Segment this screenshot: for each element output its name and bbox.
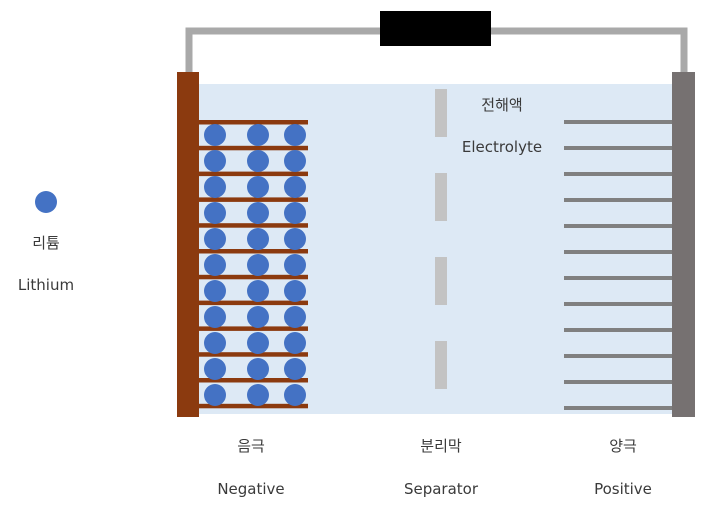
lithium-ion bbox=[247, 150, 269, 172]
lithium-ion bbox=[284, 254, 306, 276]
lithium-ion bbox=[204, 202, 226, 224]
positive-layer bbox=[564, 406, 672, 410]
lithium-ion bbox=[204, 358, 226, 380]
electrolyte-label-ko: 전해액 bbox=[481, 96, 523, 114]
lithium-ion bbox=[247, 124, 269, 146]
negative-label-ko: 음극 bbox=[237, 437, 265, 455]
lithium-ion bbox=[284, 306, 306, 328]
lithium-ion bbox=[204, 254, 226, 276]
separator-segment bbox=[435, 173, 447, 221]
lithium-ion bbox=[204, 332, 226, 354]
lithium-ion bbox=[247, 332, 269, 354]
positive-layer bbox=[564, 198, 672, 202]
positive-layer bbox=[564, 224, 672, 228]
lithium-ion bbox=[204, 150, 226, 172]
positive-layer bbox=[564, 276, 672, 280]
negative-layer bbox=[199, 171, 308, 177]
positive-layer bbox=[564, 380, 672, 384]
negative-layer bbox=[199, 249, 308, 254]
separator-segment bbox=[435, 341, 447, 389]
lithium-ion bbox=[284, 228, 306, 250]
negative-electrode-layers bbox=[199, 120, 308, 409]
negative-layer bbox=[199, 300, 308, 306]
separator-segment bbox=[435, 89, 447, 137]
negative-layer bbox=[199, 274, 308, 280]
negative-layer bbox=[199, 145, 308, 151]
negative-label-en: Negative bbox=[217, 480, 285, 498]
electrolyte-label-en: Electrolyte bbox=[461, 138, 543, 156]
lithium-ions bbox=[204, 124, 306, 406]
separator-segment bbox=[435, 257, 447, 305]
separator-label-en: Separator bbox=[403, 480, 479, 498]
positive-label-ko: 양극 bbox=[609, 437, 637, 455]
negative-layer bbox=[199, 352, 308, 357]
lithium-ion bbox=[284, 124, 306, 146]
negative-layer bbox=[199, 223, 308, 228]
lithium-ion bbox=[284, 280, 306, 302]
lithium-ion bbox=[204, 384, 226, 406]
negative-layer bbox=[199, 326, 308, 331]
lithium-label-en: Lithium bbox=[17, 276, 75, 294]
lithium-ion bbox=[247, 358, 269, 380]
negative-layer bbox=[199, 197, 308, 202]
lithium-ion bbox=[204, 176, 226, 198]
lithium-ion bbox=[284, 202, 306, 224]
lithium-ion bbox=[204, 228, 226, 250]
lithium-ion bbox=[284, 358, 306, 380]
positive-layer bbox=[564, 328, 672, 332]
positive-electrode bbox=[672, 72, 695, 417]
lithium-ion bbox=[247, 384, 269, 406]
lithium-ion bbox=[284, 384, 306, 406]
lithium-ion bbox=[247, 176, 269, 198]
positive-layer bbox=[564, 172, 672, 176]
lithium-ion bbox=[204, 124, 226, 146]
lithium-ion bbox=[247, 202, 269, 224]
separator-membrane bbox=[435, 89, 447, 389]
lithium-ion bbox=[247, 228, 269, 250]
lithium-ion bbox=[204, 280, 226, 302]
negative-layer bbox=[199, 378, 308, 383]
positive-layer bbox=[564, 250, 672, 254]
positive-layer bbox=[564, 354, 672, 358]
load-block bbox=[380, 11, 491, 46]
positive-layer bbox=[564, 120, 672, 124]
separator-label-ko: 분리막 bbox=[420, 437, 462, 455]
negative-electrode bbox=[177, 72, 199, 417]
lithium-ion bbox=[247, 254, 269, 276]
lithium-label-ko: 리튬 bbox=[32, 234, 60, 252]
lithium-ion bbox=[284, 150, 306, 172]
lithium-ion bbox=[247, 280, 269, 302]
positive-electrode-layers bbox=[564, 120, 672, 410]
lithium-ion bbox=[204, 306, 226, 328]
lithium-legend-icon bbox=[35, 191, 57, 213]
positive-layer bbox=[564, 302, 672, 306]
negative-layer bbox=[199, 120, 308, 125]
lithium-ion bbox=[284, 176, 306, 198]
positive-label-en: Positive bbox=[594, 480, 652, 498]
negative-layer bbox=[199, 403, 308, 409]
positive-layer bbox=[564, 146, 672, 150]
lithium-ion bbox=[247, 306, 269, 328]
lithium-ion bbox=[284, 332, 306, 354]
